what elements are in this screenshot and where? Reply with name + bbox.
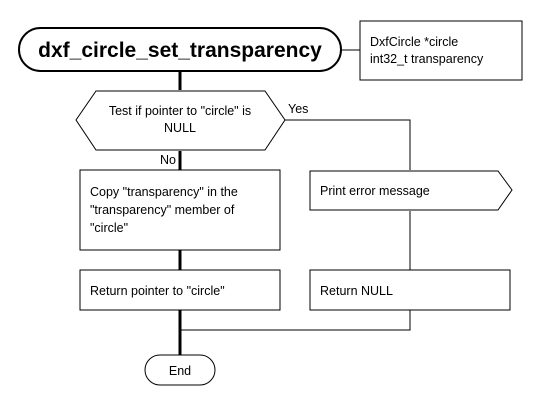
print-error-output: Print error message [309, 170, 513, 211]
return-pointer-label: Return pointer to "circle" [90, 284, 225, 298]
params-box: DxfCircle *circle int32_t transparency [359, 20, 523, 81]
copy-line-2: "transparency" member of [90, 203, 235, 217]
copy-transparency-process: Copy "transparency" in the "transparency… [79, 169, 281, 251]
print-error-shape [309, 170, 513, 211]
end-terminator: End [144, 354, 216, 386]
param-line-1: DxfCircle *circle [370, 35, 458, 49]
copy-process-shape [79, 169, 281, 251]
title-terminator: dxf_circle_set_transparency [18, 27, 342, 72]
decision-line-2: NULL [164, 121, 196, 135]
yes-label: Yes [288, 102, 308, 116]
decision-line-1: Test if pointer to "circle" is [109, 104, 251, 118]
return-pointer-shape [79, 269, 281, 311]
yes-branch-connector [285, 119, 411, 170]
decision-shape [75, 90, 286, 151]
return-null-label: Return NULL [320, 284, 393, 298]
function-title: dxf_circle_set_transparency [38, 39, 322, 62]
return-null-process: Return NULL [309, 269, 511, 311]
copy-line-3: "circle" [90, 221, 128, 235]
null-check-decision: Test if pointer to "circle" is NULL Yes … [75, 90, 308, 167]
return-null-shape [309, 269, 511, 311]
title-terminator-shape [18, 27, 342, 72]
no-label: No [160, 153, 176, 167]
connectors [178, 49, 411, 355]
end-label: End [169, 364, 191, 378]
param-line-2: int32_t transparency [370, 52, 484, 66]
print-error-label: Print error message [320, 184, 430, 198]
return-pointer-process: Return pointer to "circle" [79, 269, 281, 311]
returnnull-merge-connector [180, 310, 411, 331]
params-box-shape [359, 20, 523, 81]
end-terminator-shape [144, 354, 216, 386]
copy-line-1: Copy "transparency" in the [90, 185, 238, 199]
